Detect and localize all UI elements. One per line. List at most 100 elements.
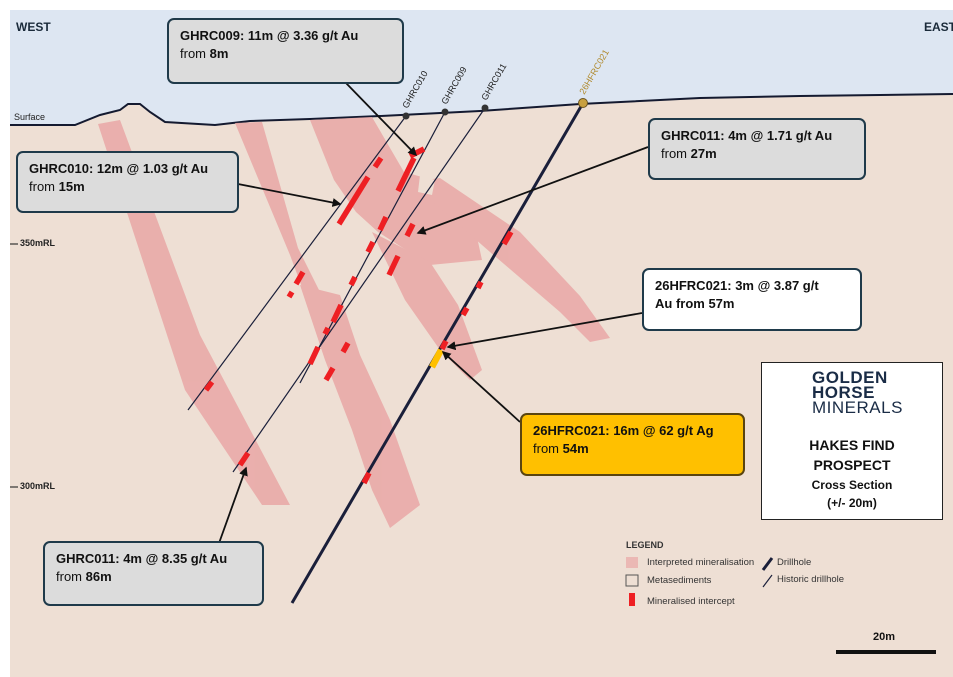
scale-bar: [836, 650, 936, 654]
legend-item-drillhole: Drillhole: [777, 557, 811, 568]
intercept: [372, 156, 384, 169]
legend-item-historic: Historic drillhole: [777, 574, 844, 585]
callout-arrows: [217, 81, 649, 547]
intercept: [361, 471, 372, 485]
callout-from-value: 54m: [562, 441, 589, 456]
section-label: Cross Section: [811, 478, 893, 492]
collar-ghrc009: [441, 108, 449, 116]
collar-ghrc010: [402, 112, 410, 120]
callout-heading: GHRC011: 4m @ 8.35 g/t Au: [56, 551, 228, 566]
callout-ghrc011-27m: GHRC011: 4m @ 1.71 g/t Au from 27m: [648, 118, 866, 180]
intercept: [307, 345, 321, 366]
intercept: [404, 222, 416, 238]
legend: LEGEND Interpreted mineralisation Metase…: [626, 540, 916, 615]
metasediments-area: [10, 94, 953, 677]
silver-intercept: [429, 348, 444, 369]
intercept: [330, 303, 344, 324]
intercept: [439, 339, 449, 351]
legend-swatch-drillhole: [761, 557, 774, 571]
intercept: [340, 341, 351, 354]
logo-line-3: MINERALS: [812, 398, 903, 417]
callout-heading: GHRC009: 11m @ 3.36 g/t Au: [180, 28, 359, 43]
callout-from-value: 8m: [209, 46, 229, 61]
metasediment-pocket: [418, 175, 435, 195]
intercept: [323, 366, 336, 382]
callout-ghrc009: GHRC009: 11m @ 3.36 g/t Au from 8m: [167, 18, 404, 84]
callout-from-text: from: [533, 441, 563, 456]
legend-swatch-historic: [762, 574, 773, 588]
legend-label: Drillhole: [777, 557, 812, 568]
west-label: WEST: [16, 20, 51, 34]
mineralisation-zone: [235, 122, 330, 325]
intercept: [293, 270, 306, 286]
intercept: [460, 306, 470, 317]
callout-from: from 54m: [533, 440, 732, 458]
rl-300-label: 300mRL: [20, 481, 56, 491]
arrow-ghrc011-86m: [217, 466, 248, 547]
intercept: [395, 156, 417, 193]
callout-ghrc011-86m: GHRC011: 4m @ 8.35 g/t Au from 86m: [43, 541, 264, 606]
legend-item-metasediments: Metasediments: [647, 575, 711, 586]
callout-26hfrc021-54m: 26HFRC021: 16m @ 62 g/t Ag from 54m: [520, 413, 745, 476]
intercept: [322, 326, 331, 336]
callout-from-text: from: [29, 179, 59, 194]
callout-heading: GHRC010: 12m @ 1.03 g/t Au: [29, 161, 209, 176]
project-name-2: PROSPECT: [813, 457, 891, 473]
drillhole-ghrc011: [232, 107, 486, 473]
arrow-26hfrc021-57m: [446, 312, 643, 351]
project-name-1: HAKES FIND: [809, 437, 895, 453]
intercept: [501, 230, 514, 246]
east-label: EAST: [924, 20, 953, 34]
callout-ghrc010: GHRC010: 12m @ 1.03 g/t Au from 15m: [16, 151, 239, 213]
collar-26hfrc021: [578, 98, 588, 108]
scale-label: 20m: [873, 631, 896, 643]
intercept: [237, 451, 251, 467]
callout-from: from 8m: [180, 45, 391, 63]
mineralisation-zone: [410, 178, 610, 342]
arrow-ghrc011-27m: [416, 146, 649, 235]
legend-swatch-mineralisation: [626, 557, 638, 568]
callout-from-value: 57m: [708, 296, 735, 311]
legend-label: Metasediments: [647, 575, 712, 586]
intercept: [475, 280, 484, 290]
intercept: [203, 380, 215, 392]
callout-heading: GHRC011: 4m @ 1.71 g/t Au: [661, 128, 833, 143]
legend-label: Interpreted mineralisation: [647, 557, 755, 568]
logo-line-2: HORSE: [812, 383, 875, 402]
legend-label: Historic drillhole: [777, 574, 845, 585]
collar-ghrc011: [481, 104, 489, 112]
surface-label: Surface: [14, 112, 46, 122]
mineralisation-zone: [300, 285, 420, 528]
callout-from: Au from 57m: [655, 295, 849, 313]
intercept: [365, 240, 376, 254]
intercept: [336, 175, 371, 226]
legend-item-mineralisation: Interpreted mineralisation: [647, 557, 754, 568]
legend-label: Mineralised intercept: [647, 596, 735, 607]
callout-heading: 26HFRC021: 3m @ 3.87 g/t: [655, 278, 819, 293]
callout-from-text: Au from: [655, 296, 709, 311]
callout-from: from 27m: [661, 145, 853, 163]
section-width: (+/- 20m): [827, 496, 877, 510]
rl-350-label: 350mRL: [20, 238, 56, 248]
arrow-26hfrc021-54m: [441, 350, 521, 423]
mineralisation-zone: [310, 117, 482, 265]
callout-from-value: 15m: [58, 179, 85, 194]
callout-from-text: from: [661, 146, 691, 161]
callout-from-text: from: [180, 46, 210, 61]
arrow-ghrc010: [237, 183, 342, 207]
logo-line-1: GOLDEN: [812, 368, 888, 387]
legend-swatch-intercept: [629, 593, 635, 606]
title-block: GOLDEN HORSE MINERALS HAKES FIND PROSPEC…: [761, 362, 943, 520]
callout-from-text: from: [56, 569, 86, 584]
arrow-ghrc009: [344, 81, 418, 157]
surface-line: [10, 93, 953, 127]
intercept: [386, 254, 401, 277]
intercept: [348, 275, 358, 287]
callout-26hfrc021-57m: 26HFRC021: 3m @ 3.87 g/t Au from 57m: [642, 268, 862, 331]
drillhole-ghrc010: [187, 115, 407, 411]
company-logo: GOLDEN HORSE MINERALS: [812, 368, 937, 417]
legend-swatch-metasediments: [625, 574, 639, 587]
callout-from: from 86m: [56, 568, 251, 586]
